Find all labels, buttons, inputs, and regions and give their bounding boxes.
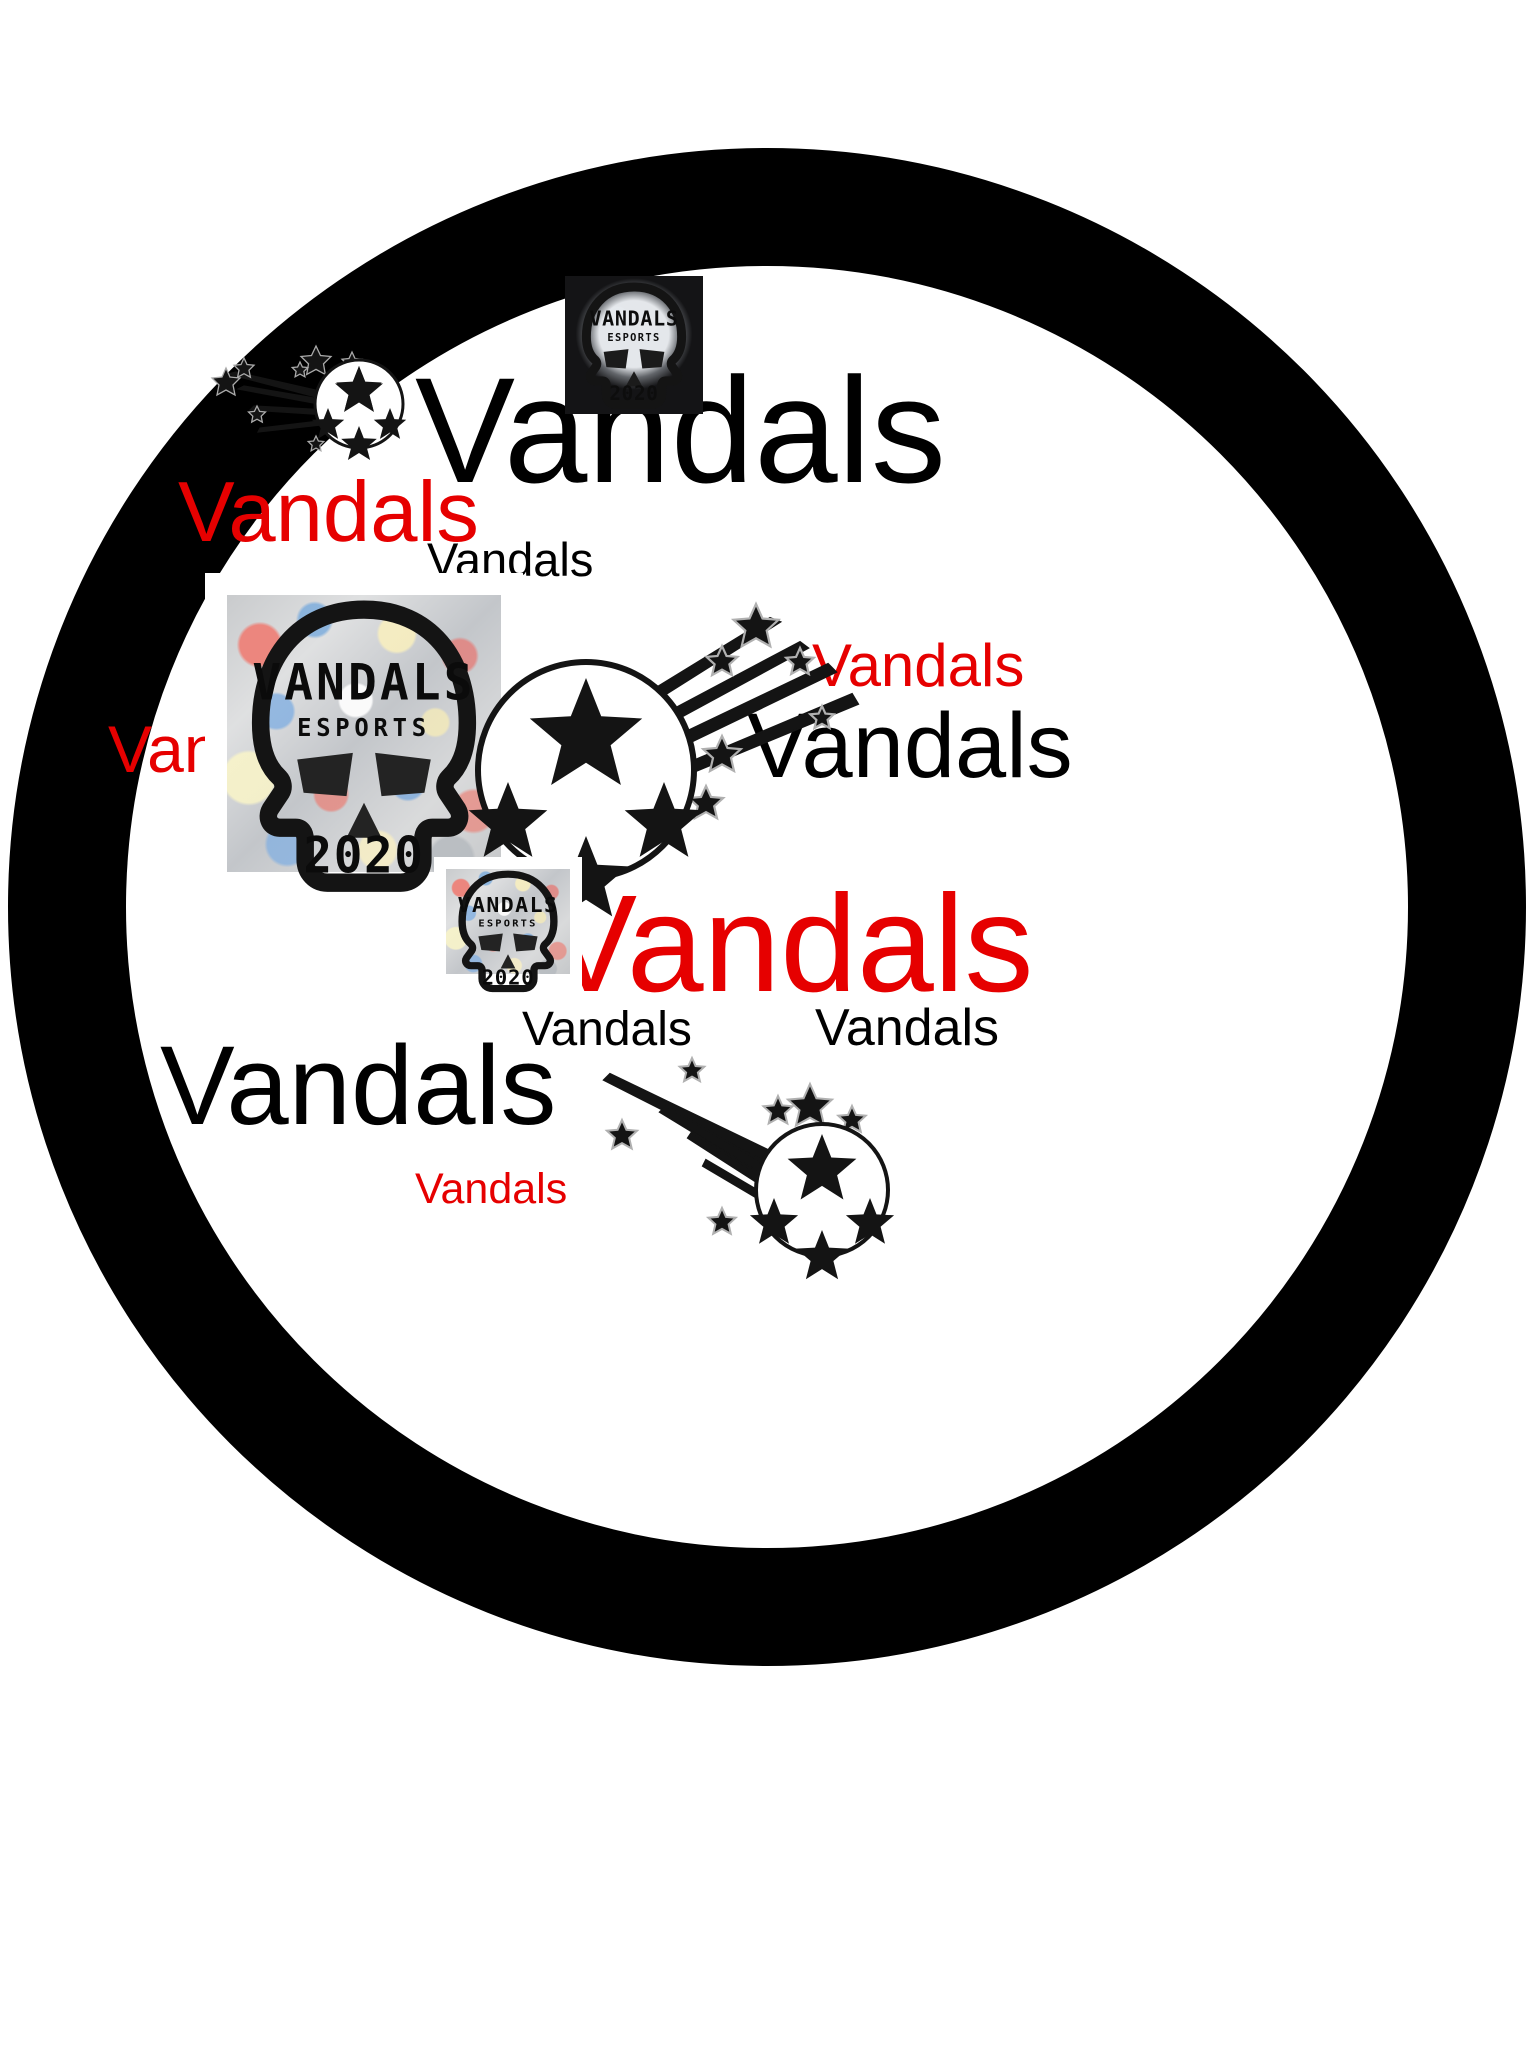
logo-year-large: 2020 [303,827,424,885]
word-vandals-10: Vandals [160,1023,557,1148]
logo-subtitle-top: ESPORTS [607,332,660,344]
soccer-ball-icon [468,601,860,917]
logo-subtitle-small: ESPORTS [478,918,537,929]
soccer-ball-top-left [200,340,407,470]
soccer-ball-icon [602,1055,895,1280]
logo-subtitle-large: ESPORTS [297,713,431,743]
skull-icon-small: VANDALS ESPORTS 2020 [458,870,559,993]
skull-icon-large: VANDALS ESPORTS 2020 [251,600,477,892]
word-vandals-11: Vandals [415,1165,568,1213]
skull-icon-top: VANDALS ESPORTS 2020 [581,282,687,409]
word-vandals-8: Vandals [522,1003,692,1056]
vandals-esports-logo-top: VANDALS ESPORTS 2020 [565,276,703,414]
vandals-esports-logo-large: VANDALS ESPORTS 2020 [205,573,523,906]
logo-year-top: 2020 [609,382,658,405]
word-vandals-9: Vandals [815,999,1000,1057]
logo-title-small: VANDALS [458,892,559,917]
soccer-ball-icon [210,344,407,460]
word-vandals-5: Vandals [812,632,1025,699]
logo-year-small: 2020 [482,966,535,990]
soccer-ball-center [468,590,890,920]
word-vandals-2: Vandals [178,465,479,560]
word-vandals-7: Vandals [545,867,1034,1021]
logo-title-large: VANDALS [252,654,475,712]
vandals-esports-logo-small: VANDALS ESPORTS 2020 [434,857,582,1000]
soccer-ball-bottom [600,1050,900,1280]
logo-title-top: VANDALS [589,307,678,331]
